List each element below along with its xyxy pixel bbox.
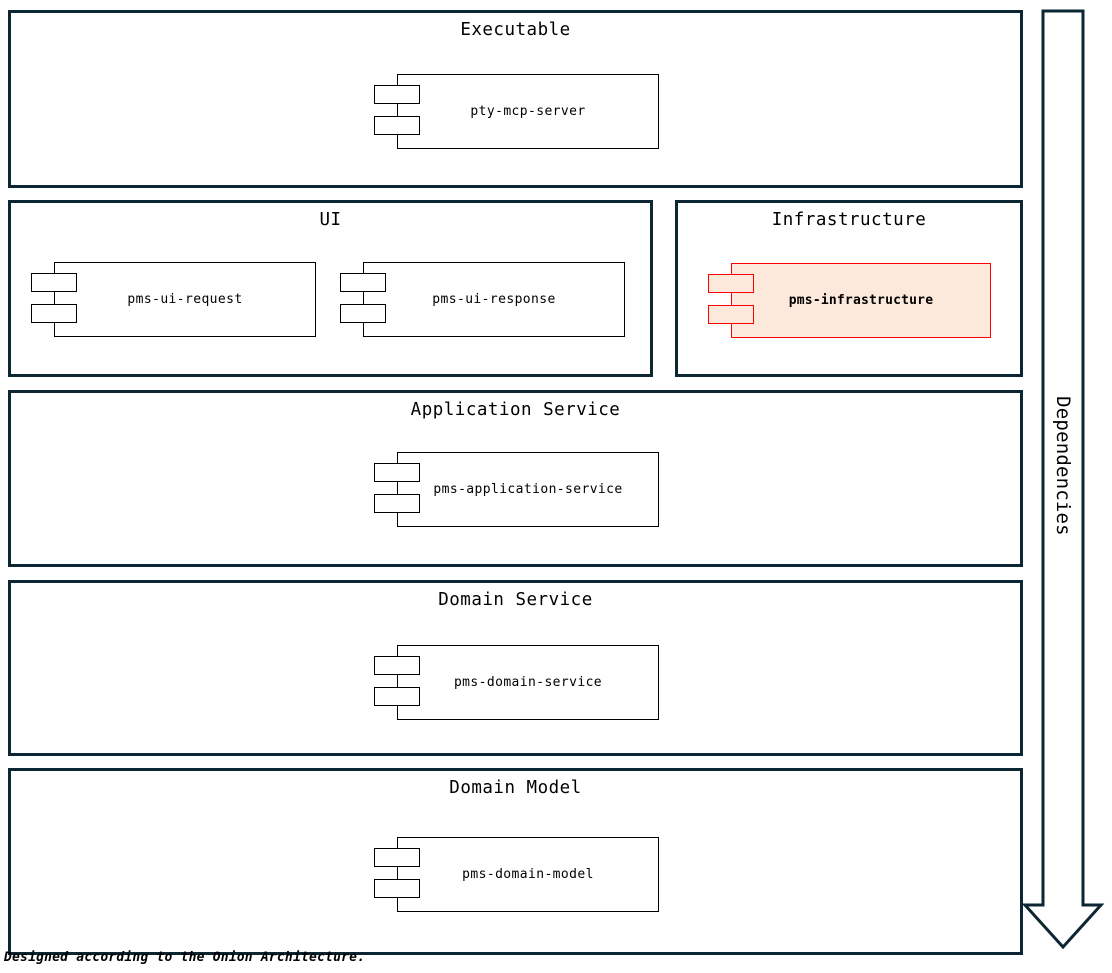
component-pms-infrastructure: pms-infrastructure bbox=[708, 263, 991, 338]
component-port-icon bbox=[340, 304, 386, 323]
dependencies-arrow-label: Dependencies bbox=[1052, 396, 1074, 536]
layer-ui: UI pms-ui-request pms-ui-response bbox=[8, 200, 653, 377]
component-port-icon bbox=[374, 85, 420, 104]
component-port-icon bbox=[374, 463, 420, 482]
diagram-caption: Designed according to the Onion Architec… bbox=[4, 950, 366, 965]
component-port-icon bbox=[708, 305, 754, 324]
component-label: pms-application-service bbox=[433, 482, 623, 497]
component-label: pms-ui-request bbox=[127, 292, 243, 307]
component-label: pms-domain-service bbox=[453, 675, 603, 690]
component-port-icon bbox=[340, 273, 386, 292]
component-port-icon bbox=[31, 273, 77, 292]
component-port-icon bbox=[374, 656, 420, 675]
component-pms-application-service: pms-application-service bbox=[374, 452, 659, 527]
layer-title-application-service: Application Service bbox=[410, 400, 621, 420]
component-label: pms-domain-model bbox=[462, 867, 594, 882]
component-port-icon bbox=[374, 494, 420, 513]
component-port-icon bbox=[374, 116, 420, 135]
component-pms-domain-model: pms-domain-model bbox=[374, 837, 659, 912]
component-port-icon bbox=[374, 879, 420, 898]
layer-executable: Executable pty-mcp-server bbox=[8, 10, 1023, 188]
component-label: pty-mcp-server bbox=[470, 104, 586, 119]
layer-domain-service: Domain Service pms-domain-service bbox=[8, 580, 1023, 756]
layer-title-ui: UI bbox=[319, 210, 342, 230]
layer-infrastructure: Infrastructure pms-infrastructure bbox=[675, 200, 1023, 377]
layer-title-infrastructure: Infrastructure bbox=[771, 210, 927, 230]
component-pty-mcp-server: pty-mcp-server bbox=[374, 74, 659, 149]
layer-title-executable: Executable bbox=[460, 20, 571, 40]
component-label: pms-infrastructure bbox=[788, 293, 934, 308]
component-pms-domain-service: pms-domain-service bbox=[374, 645, 659, 720]
component-port-icon bbox=[31, 304, 77, 323]
component-pms-ui-request: pms-ui-request bbox=[31, 262, 316, 337]
component-port-icon bbox=[708, 274, 754, 293]
layer-title-domain-service: Domain Service bbox=[438, 590, 593, 610]
component-port-icon bbox=[374, 848, 420, 867]
component-port-icon bbox=[374, 687, 420, 706]
layer-application-service: Application Service pms-application-serv… bbox=[8, 390, 1023, 567]
component-pms-ui-response: pms-ui-response bbox=[340, 262, 625, 337]
layer-domain-model: Domain Model pms-domain-model bbox=[8, 768, 1023, 955]
component-label: pms-ui-response bbox=[432, 292, 556, 307]
layer-title-domain-model: Domain Model bbox=[449, 778, 582, 798]
